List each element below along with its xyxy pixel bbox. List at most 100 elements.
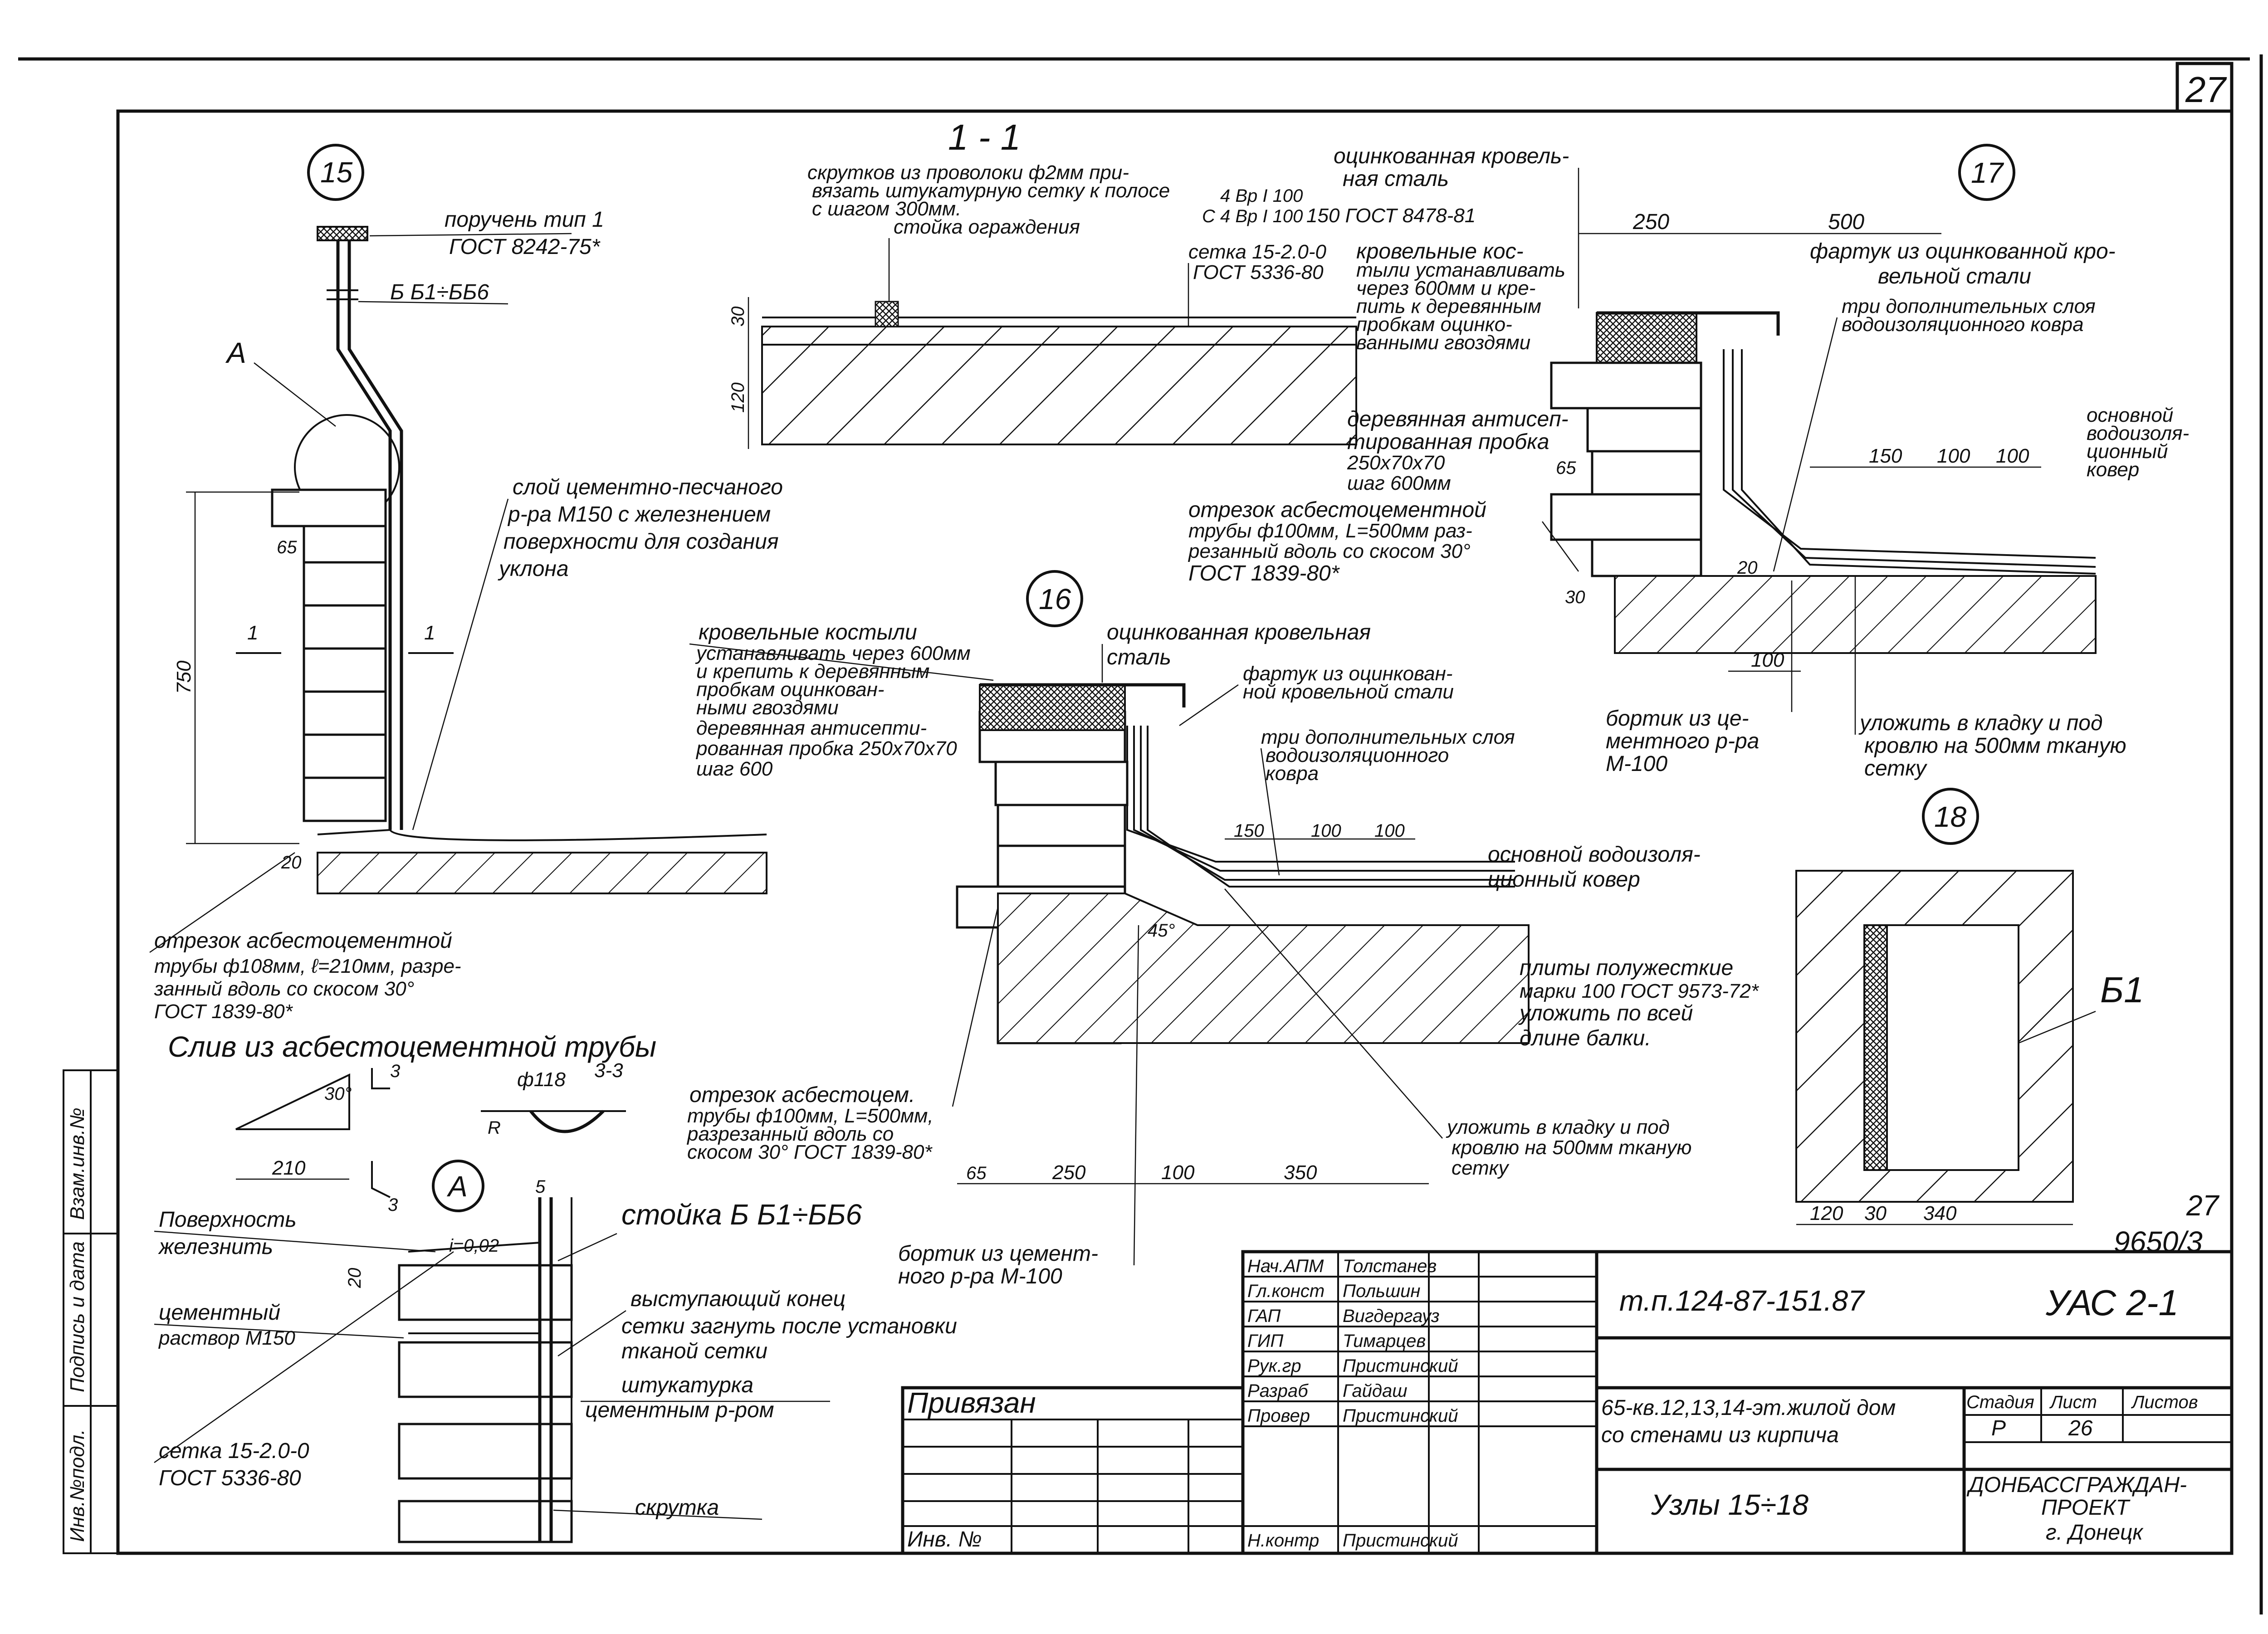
name-8: Пристинский [1343, 1531, 1458, 1551]
node-17-costyl-3: через 600мм и кре- [1356, 277, 1535, 299]
node-16-plug-3: шаг 600 [696, 758, 773, 780]
node-17-curb-1: бортик из це- [1606, 707, 1749, 731]
node-15-layer-1: слой цементно-песчаного [513, 475, 783, 499]
detail-a-slope: i=0,02 [449, 1236, 499, 1256]
node-17-costyl-1: кровельные кос- [1356, 239, 1524, 263]
section-gost: 150 ГОСТ 8478-81 [1306, 205, 1476, 227]
inv-number: Инв. № [907, 1527, 982, 1551]
node-18-id: 18 [1934, 800, 1967, 833]
section-spec-c: С [1202, 206, 1216, 226]
role-8: Н.контр [1247, 1531, 1319, 1551]
node-17-layers-2: водоизоляционного ковра [1842, 313, 2084, 336]
node-17-curb-2: ментного р-ра [1606, 729, 1759, 753]
node-16-apron-2: ной кровельной стали [1243, 681, 1454, 703]
node-17-carpet-4: ковер [2087, 458, 2139, 481]
node-16-plates-1: плиты полужесткие [1520, 956, 1733, 980]
role-2: Гл.конст [1247, 1281, 1325, 1301]
node-16-plates-3: уложить по всей [1518, 1001, 1693, 1025]
node-15-layer-3: поверхности для создания [503, 530, 779, 554]
node-16-mesh-2: кровлю на 500мм тканую [1452, 1136, 1691, 1159]
node-16-dim-150: 150 [1234, 821, 1264, 841]
detail-a-surface-1: Поверхность [159, 1208, 297, 1232]
node-16-carpet-1: основной водоизоля- [1488, 843, 1701, 867]
node-16: 16 45° кровельные костыли устанавливать … [686, 570, 1760, 1288]
album-code: УАС 2-1 [2045, 1283, 2179, 1323]
node-17-carpet-1: основной [2087, 404, 2173, 426]
name-1: Толстанев [1343, 1256, 1437, 1276]
detail-a-plaster-1: штукатурка [621, 1373, 753, 1397]
node-17-dim-20: 20 [1737, 558, 1758, 578]
node-17-plug-2: тированная пробка [1347, 430, 1549, 454]
node-17-steel-1: оцинкованная кровель- [1334, 144, 1569, 168]
node-17-mesh-3: сетку [1864, 756, 1928, 780]
detail-a-dim-5: 5 [535, 1177, 546, 1197]
drain-mark-3-bottom: 3 [388, 1195, 398, 1215]
node-15-pipe-1: отрезок асбестоцементной [154, 929, 452, 953]
node-17-steel-2: ная сталь [1343, 167, 1449, 191]
sheet-header: Лист [2049, 1392, 2097, 1412]
drain-mark-3-top: 3 [390, 1061, 400, 1081]
section-twist-2: вязать штукатурную сетку к полосе [812, 180, 1170, 202]
node-16-dim-100b: 100 [1374, 821, 1405, 841]
section-title: 1 - 1 [948, 117, 1021, 157]
org-3: г. Донецк [2046, 1521, 2144, 1545]
node-16-layers-2: водоизоляционного [1266, 744, 1449, 766]
node-15-layer-2: р-ра М150 с железнением [507, 502, 771, 527]
node-16-apron-1: фартук из оцинкован- [1243, 663, 1452, 685]
building-title-2: со стенами из кирпича [1601, 1423, 1839, 1447]
node-17-costyl-2: тыли устанавливать [1356, 259, 1565, 281]
node-18-dim-120: 120 [1810, 1202, 1843, 1224]
node-17-pipe-1: отрезок асбестоцементной [1188, 498, 1486, 522]
drain-dia: ф118 [517, 1068, 566, 1091]
side-replace-inv: Взам.инв.№ [66, 1107, 88, 1220]
name-3: Вигдергауз [1343, 1306, 1440, 1326]
name-2: Польшин [1343, 1281, 1420, 1301]
node-15-label-a: А [225, 337, 246, 369]
node-15-dim-65: 65 [277, 537, 297, 557]
node-15-pipe-2: трубы ф108мм, ℓ=210мм, разре- [154, 955, 461, 977]
title-block: Привязан Инв. № т.п.124-87-151.87 УАС 2-… [901, 1250, 2234, 1555]
node-17-mesh-1: уложить в кладку и под [1858, 711, 2102, 735]
node-15-section-mark-right: 1 [424, 622, 435, 644]
drain-detail: Слив из асбестоцементной трубы 30° 3 210… [168, 1030, 656, 1215]
side-signature-date: Подпись и дата [66, 1241, 88, 1392]
node-17-dim-100a: 100 [1937, 445, 1970, 467]
node-16-pipe-2: трубы ф100мм, L=500мм, [687, 1105, 934, 1127]
side-inv-original: Инв.№подл. [66, 1429, 88, 1542]
node-17-carpet-3: ционный [2087, 440, 2168, 463]
section-twist-1: скрутков из проволоки ф2мм при- [807, 161, 1129, 184]
drain-r: R [488, 1118, 501, 1138]
node-18-dim-30: 30 [1864, 1202, 1887, 1224]
section-dim-120: 120 [728, 382, 748, 413]
node-16-mesh-1: уложить в кладку и под [1446, 1116, 1670, 1138]
sheets-header: Листов [2131, 1392, 2198, 1412]
section-twist-3: с шагом 300мм. [812, 198, 961, 220]
node-16-dim-350: 350 [1284, 1161, 1317, 1184]
node-16-curb-1: бортик из цемент- [898, 1242, 1098, 1266]
node-17-id: 17 [1971, 156, 2004, 189]
node-17-mesh-2: кровлю на 500мм тканую [1864, 734, 2126, 758]
role-3: ГАП [1247, 1306, 1281, 1326]
node-18-label: Б1 [2100, 970, 2144, 1010]
node-16-steel-1: оцинкованная кровельная [1107, 620, 1371, 644]
detail-a-post: стойка Б Б1÷ББ6 [621, 1198, 862, 1231]
node-17: 17 оцинкованная кровель- ная сталь 250 5… [1188, 144, 2189, 780]
node-17-pipe-2: трубы ф100мм, L=500мм раз- [1188, 520, 1472, 542]
node-17-dim-65: 65 [1556, 458, 1576, 478]
node-17-pipe-3: резанный вдоль со скосом 30° [1188, 540, 1471, 562]
node-17-dim-500: 500 [1828, 210, 1864, 234]
node-15-id: 15 [320, 156, 353, 189]
node-16-plates-4: длине балки. [1520, 1026, 1651, 1050]
section-mesh-1: сетка 15-2.0-0 [1188, 241, 1327, 263]
node-15-section-mark-left: 1 [247, 622, 258, 644]
drain-section-33: 3-3 [594, 1059, 623, 1082]
node-15: 15 поручень тип 1 ГОСТ 8242-75* Б Б1÷ББ6… [149, 144, 783, 1023]
node-17-dim-30: 30 [1565, 587, 1585, 607]
detail-a-edge-1: выступающий конец [631, 1287, 846, 1311]
sheet-number: 27 [2185, 69, 2227, 110]
node-15-layer-4: уклона [498, 557, 569, 581]
node-17-plug-4: шаг 600мм [1347, 472, 1451, 494]
side-strip: Взам.инв.№ Подпись и дата Инв.№подл. [63, 1069, 119, 1554]
section-mesh-2: ГОСТ 5336-80 [1193, 261, 1324, 283]
